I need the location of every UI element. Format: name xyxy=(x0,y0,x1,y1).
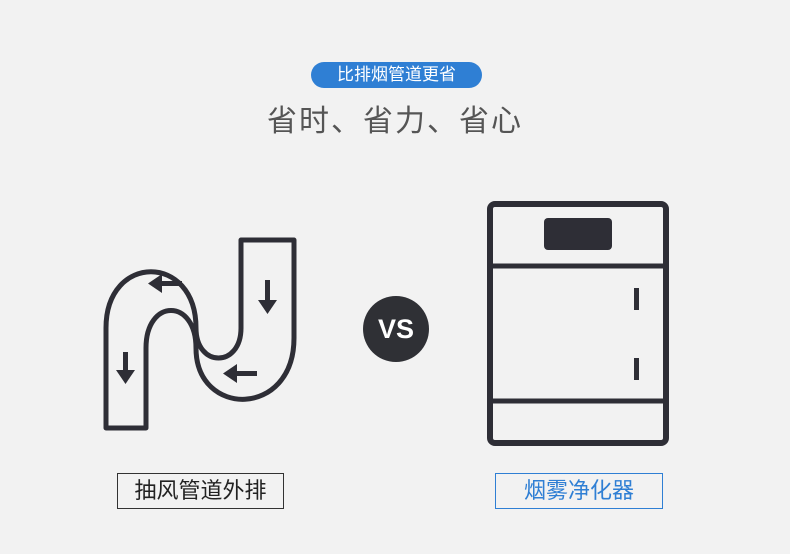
smoke-purifier-cabinet-icon xyxy=(487,201,669,446)
header-tag: 比排烟管道更省 xyxy=(311,62,482,88)
page-title: 省时、省力、省心 xyxy=(267,104,523,139)
smoke-purifier-label: 烟雾净化器 xyxy=(495,473,663,509)
s-pipe-duct-icon xyxy=(103,237,297,431)
vs-badge: VS xyxy=(363,296,429,362)
pipe-exhaust-label: 抽风管道外排 xyxy=(117,473,284,509)
